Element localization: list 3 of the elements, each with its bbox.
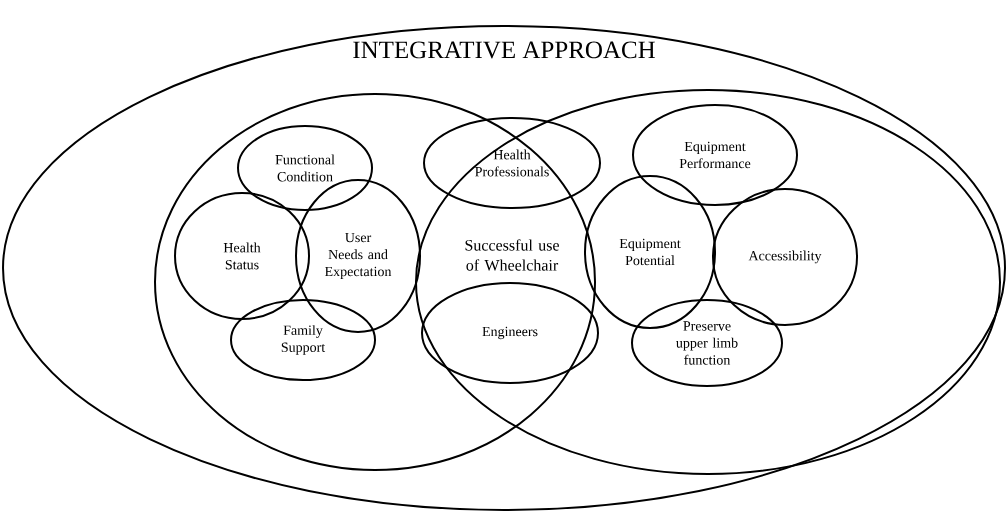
center-label: Successful use of Wheelchair bbox=[465, 239, 559, 271]
ellipse bbox=[415, 89, 1001, 475]
ellipse bbox=[154, 93, 596, 471]
